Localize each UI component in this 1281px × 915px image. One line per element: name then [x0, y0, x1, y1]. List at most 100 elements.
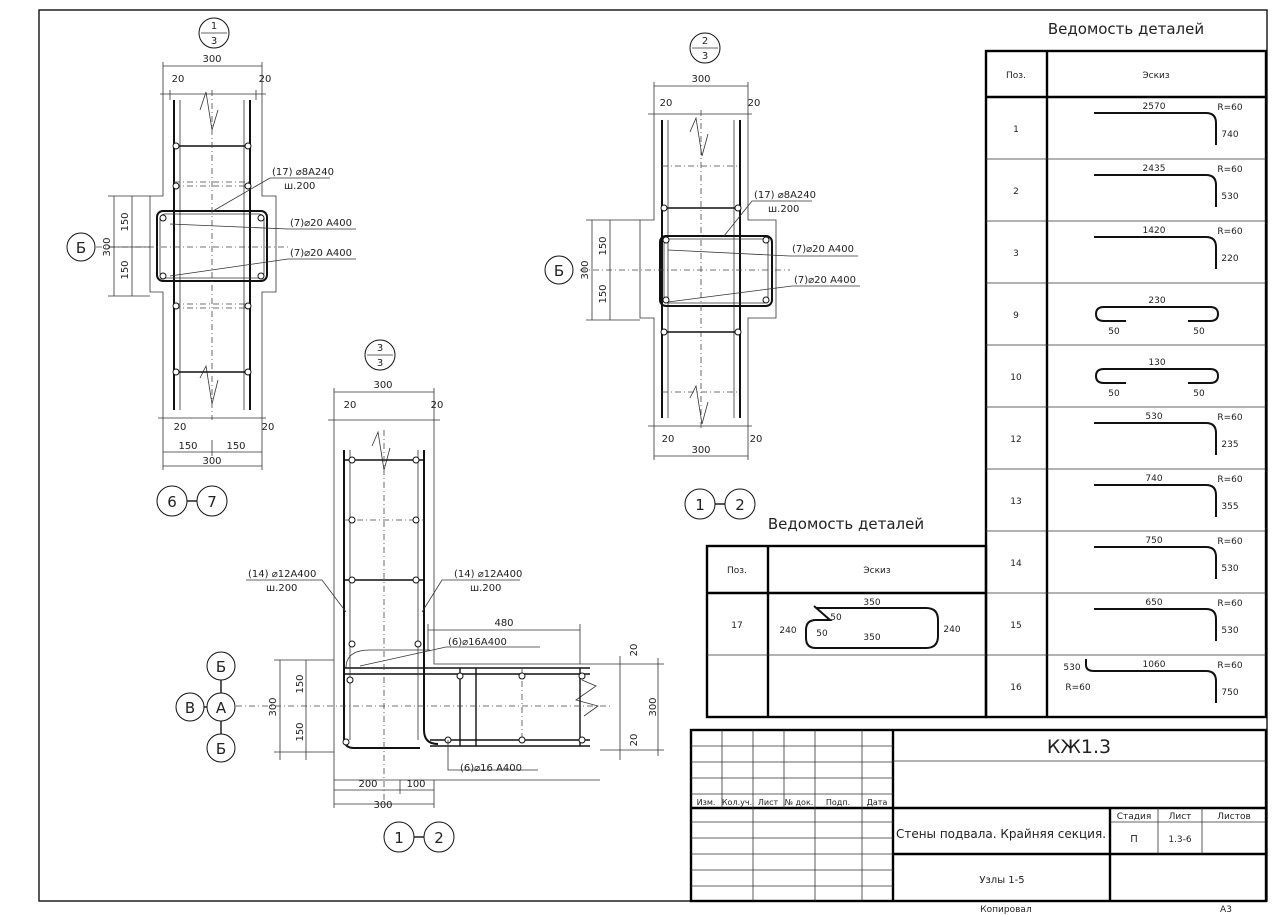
schedule-row-len: 230: [1148, 296, 1165, 306]
title-block-stage: П: [1130, 834, 1138, 845]
schedule-row-leg: 740: [1221, 130, 1238, 140]
d2-axis-2: 2: [735, 496, 745, 514]
title-block-header-cell: Изм.: [697, 798, 716, 807]
schedule-row-sketch: [1094, 236, 1217, 269]
schedule-row-sketch: [1094, 112, 1217, 145]
schedule-row-pos: 9: [1013, 311, 1019, 321]
row17-right: 240: [943, 625, 960, 635]
d1-label-7b: (7)⌀20 А400: [290, 248, 352, 259]
d1-label-7a: (7)⌀20 А400: [290, 218, 352, 229]
d2-dim-150a: 150: [598, 236, 609, 255]
row17-h1: 50: [830, 613, 842, 623]
schedule-row-pos: 14: [1010, 559, 1022, 569]
schedule-row-pos: 15: [1010, 621, 1021, 631]
d3-label-14b1: (14) ⌀12А400: [454, 569, 522, 580]
sheet-frame: [38, 9, 1268, 902]
schedule-row-leg: 750: [1221, 688, 1238, 698]
schedule-row-radius: R=60: [1217, 165, 1243, 175]
d2-dim-bot-20b: 20: [750, 434, 763, 445]
d3-label-14a2: ш.200: [266, 583, 297, 594]
schedule-row-radius: R=60: [1217, 475, 1243, 485]
schedule-row-leg: 220: [1221, 254, 1238, 264]
schedule-row-sketch: [1094, 368, 1220, 384]
d2-label-17b: ш.200: [768, 204, 799, 215]
d3-dim-20a: 20: [344, 400, 357, 411]
d3-dim-150a: 150: [295, 674, 306, 693]
schedule-row-len: 130: [1148, 358, 1165, 368]
d2-label-7a: (7)⌀20 А400: [792, 244, 854, 255]
d3-dim-20b: 20: [431, 400, 444, 411]
schedule-row-end2: 50: [1193, 389, 1205, 399]
row17-h2: 50: [816, 629, 828, 639]
title-block-name: Стены подвала. Крайняя секция.: [896, 827, 1106, 841]
d3-dim-100: 100: [406, 779, 425, 790]
schedule-small-title: Ведомость деталей: [768, 515, 924, 533]
detail-3: 3 3 300 20 20: [175, 339, 664, 853]
schedule-row-len: 2435: [1143, 164, 1166, 174]
d1-axis-b: Б: [76, 239, 86, 257]
schedule-row-pos: 3: [1013, 249, 1019, 259]
title-block-copied: Копировал: [980, 905, 1031, 915]
d2-dim-top: 300: [691, 74, 710, 85]
schedule-row-pos: 2: [1013, 187, 1019, 197]
schedule-row-sketch: [1094, 174, 1217, 207]
section-mark-1-den: 3: [211, 36, 217, 47]
d3-axis-a: А: [216, 699, 227, 717]
d1-dim-bot-300: 300: [202, 456, 221, 467]
d2-dim-300v: 300: [580, 260, 591, 279]
schedule-row-pos: 10: [1010, 373, 1022, 383]
schedule-row-end1: 50: [1108, 389, 1120, 399]
d3-label-6b: (6)⌀16 А400: [460, 763, 522, 774]
d3-axis-1: 1: [394, 829, 404, 847]
schedule-row-radius: R=60: [1217, 537, 1243, 547]
d3-label-6a: (6)⌀16А400: [448, 637, 507, 648]
schedule-small-col-sketch: Эскиз: [863, 566, 891, 576]
schedule-row-radius-left: R=60: [1065, 683, 1091, 693]
schedule-row-radius: R=60: [1217, 599, 1243, 609]
d2-axis-1: 1: [695, 496, 705, 514]
d1-label-17b: ш.200: [284, 181, 315, 192]
schedule-row-leg: 235: [1221, 440, 1238, 450]
d3-dim-20r2: 20: [629, 734, 640, 747]
detail-2: 2 3 300 20 20 150 150 300: [544, 32, 860, 520]
schedule-main-col-sketch: Эскиз: [1142, 71, 1170, 81]
schedule-row-len: 1060: [1143, 660, 1166, 670]
schedule-row-radius: R=60: [1217, 227, 1243, 237]
d2-label-7b: (7)⌀20 А400: [794, 275, 856, 286]
schedule-row-leg: 355: [1221, 502, 1238, 512]
d1-dim-20b: 20: [259, 74, 272, 85]
section-mark-3-den: 3: [377, 358, 383, 369]
section-mark-1-num: 1: [211, 21, 217, 32]
schedule-row-leg: 530: [1221, 564, 1238, 574]
schedule-row-sketch: [1094, 484, 1217, 517]
title-block-stage-header: Стадия: [1117, 812, 1152, 822]
schedule-main-title: Ведомость деталей: [1048, 20, 1204, 38]
d2-dim-20a: 20: [660, 98, 673, 109]
d3-axis-2: 2: [434, 829, 444, 847]
d1-dim-bot-150b: 150: [226, 441, 245, 452]
title-block-header-cell: Кол.уч.: [722, 798, 752, 807]
title-block-format: А3: [1220, 905, 1232, 915]
d2-dim-150b: 150: [598, 284, 609, 303]
d3-axis-b-bot: Б: [216, 740, 226, 758]
d3-dim-300r: 300: [648, 697, 659, 716]
schedule-row-len: 740: [1145, 474, 1162, 484]
title-block-header-cell: Дата: [867, 798, 888, 807]
schedule-row-leg: 530: [1221, 626, 1238, 636]
d2-axis-b: Б: [554, 262, 564, 280]
d1-dim-bot-20b: 20: [262, 422, 275, 433]
d1-axis-b-marker: [66, 232, 96, 262]
title-block-sheets-header: Листов: [1217, 812, 1251, 822]
d2-dim-bot-300: 300: [691, 445, 710, 456]
schedule-row-pos: 1: [1013, 125, 1019, 135]
d3-dim-480: 480: [494, 618, 513, 629]
title-block-sheet-header: Лист: [1169, 812, 1192, 822]
schedule-small: Ведомость деталей Поз. Эскиз 17 350 350 …: [705, 515, 988, 719]
d2-dim-bot-20a: 20: [662, 434, 675, 445]
d1-dim-150b: 150: [120, 260, 131, 279]
schedule-row-sketch: [1094, 608, 1217, 641]
schedule-row-pos: 13: [1010, 497, 1021, 507]
d3-label-14a1: (14) ⌀12А400: [248, 569, 316, 580]
schedule-small-col-pos: Поз.: [727, 566, 747, 576]
schedule-row-radius: R=60: [1217, 413, 1243, 423]
